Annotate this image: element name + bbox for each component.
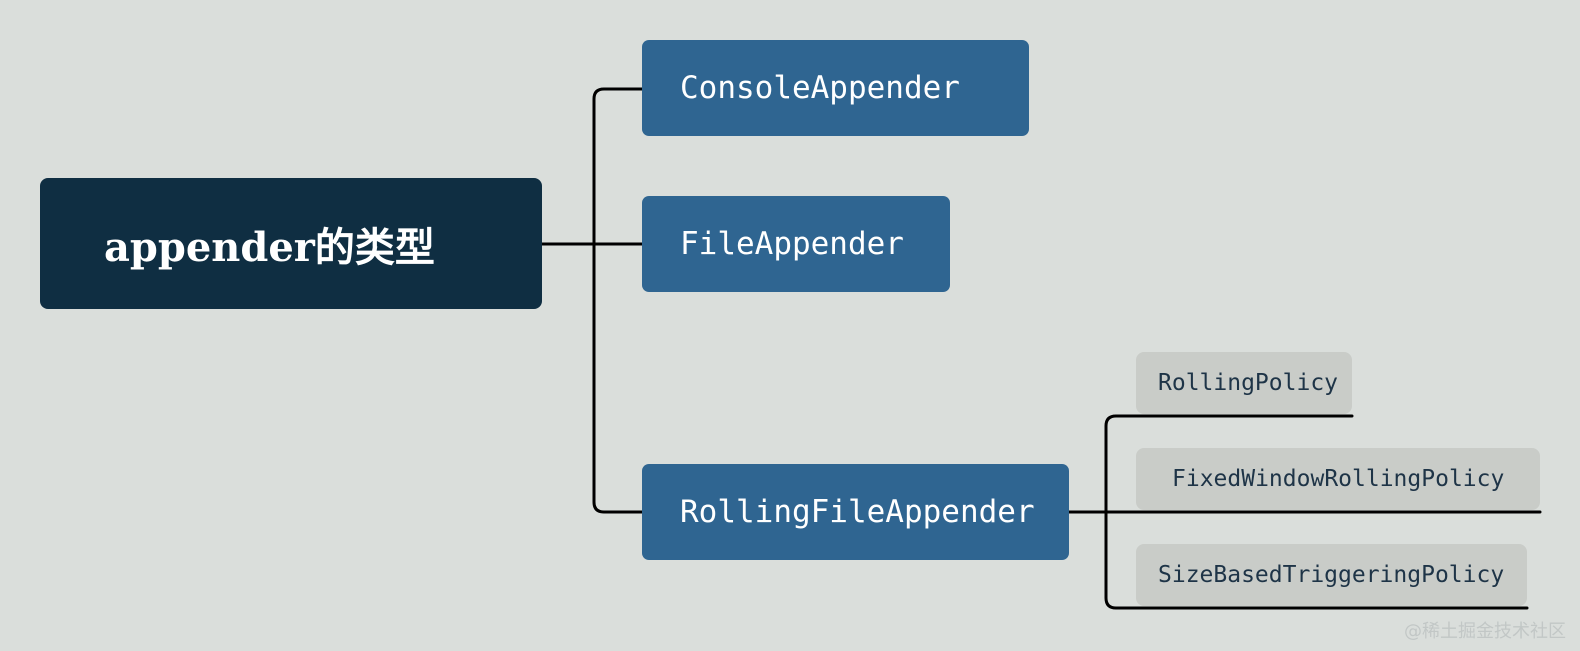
leaf-node-size-based-triggering-policy[interactable]: SizeBasedTriggeringPolicy	[1136, 544, 1527, 606]
root-node-label: appender的类型	[104, 223, 435, 271]
root-node[interactable]: appender的类型	[40, 178, 542, 309]
child-node-label: RollingFileAppender	[680, 494, 1035, 530]
child-node-label: FileAppender	[680, 226, 904, 262]
child-node-console-appender[interactable]: ConsoleAppender	[642, 40, 1029, 136]
leaf-node-label: RollingPolicy	[1158, 370, 1339, 396]
leaf-node-label: SizeBasedTriggeringPolicy	[1158, 562, 1505, 588]
leaf-node-label: FixedWindowRollingPolicy	[1172, 466, 1505, 492]
connector-trunk-rolling	[592, 242, 644, 514]
watermark: @稀土掘金技术社区	[1404, 621, 1566, 642]
connector-trunk-console	[592, 87, 644, 246]
leaf-node-rolling-policy[interactable]: RollingPolicy	[1136, 352, 1352, 414]
leaf-node-fixed-window-rolling-policy[interactable]: FixedWindowRollingPolicy	[1136, 448, 1540, 510]
child-node-file-appender[interactable]: FileAppender	[642, 196, 950, 292]
child-node-label: ConsoleAppender	[680, 70, 960, 106]
child-node-rolling-file-appender[interactable]: RollingFileAppender	[642, 464, 1069, 560]
